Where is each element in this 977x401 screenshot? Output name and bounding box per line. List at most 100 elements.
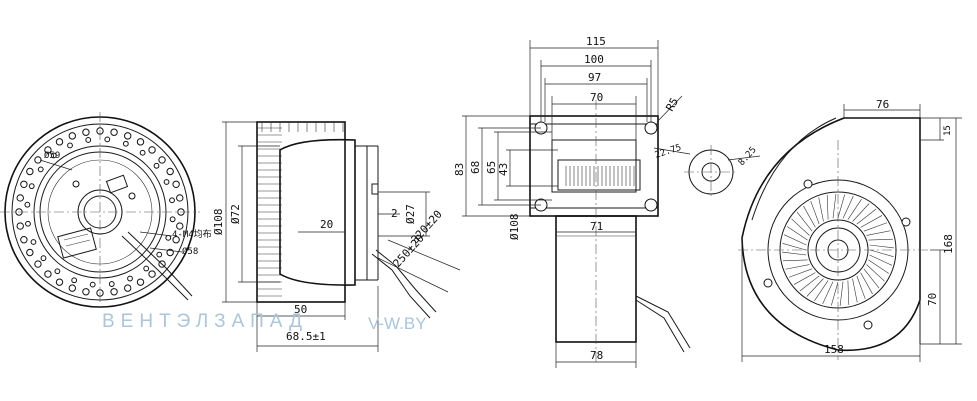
- vent-hole: [20, 180, 28, 188]
- vent-hole: [158, 156, 166, 164]
- vent-hole: [124, 132, 132, 140]
- pcd-label: Ø59: [44, 150, 60, 161]
- blade-line: [863, 222, 888, 232]
- dim-d108-side: Ø108: [212, 209, 225, 236]
- vent-hole: [25, 220, 31, 227]
- dim-168: 168: [942, 234, 955, 254]
- dim-115: 115: [586, 35, 606, 48]
- vent-hole: [44, 146, 52, 154]
- dim-685: 68.5±1: [286, 330, 326, 343]
- blade-line: [866, 230, 891, 236]
- vent-hole: [68, 284, 76, 292]
- vent-hole: [54, 268, 61, 275]
- blade-line: [837, 194, 845, 219]
- scroll-view: 76 15 168 70 158: [738, 98, 962, 362]
- blade-line: [782, 243, 807, 251]
- blade-line: [831, 281, 839, 306]
- vent-hole: [89, 281, 96, 288]
- dim-2: 2: [391, 207, 398, 220]
- blade-line: [839, 281, 844, 306]
- vent-hole: [85, 137, 92, 143]
- front-view: Ø59 4-M4均布 Ø58: [0, 112, 212, 308]
- vent-hole: [82, 128, 90, 136]
- vent-hole: [67, 142, 73, 149]
- mount-label: 4-M4均布: [172, 228, 212, 240]
- dim-70-right: 70: [926, 293, 939, 306]
- blade-line: [803, 205, 816, 228]
- vent-hole: [156, 251, 163, 258]
- blade-line: [783, 259, 808, 262]
- dim-15: 15: [943, 125, 953, 136]
- blade-line: [784, 234, 807, 246]
- site-watermark: V-W.BY: [368, 314, 427, 333]
- cooling-fins: [257, 122, 344, 297]
- vent-hole: [172, 236, 180, 244]
- outlet-slots: [565, 166, 635, 186]
- dim-68: 68: [469, 161, 482, 174]
- vent-hole: [68, 132, 76, 140]
- vent-hole: [136, 278, 145, 286]
- blade-line: [842, 196, 854, 219]
- blade-line: [852, 278, 858, 303]
- vent-hole: [176, 194, 184, 202]
- blade-line: [852, 203, 870, 222]
- blade-line: [847, 199, 862, 220]
- blade-line: [810, 200, 820, 225]
- blade-line: [869, 254, 892, 266]
- vent-hole: [28, 183, 35, 190]
- vent-hole: [26, 167, 34, 176]
- top-view: 115 100 97 70 R5 83 68 65 43 Ø108 71: [453, 35, 761, 368]
- blade-line: [814, 280, 829, 301]
- blade-line: [782, 251, 807, 256]
- vent-hole: [30, 239, 37, 245]
- vent-hole: [108, 281, 115, 287]
- vent-hole: [34, 156, 42, 164]
- dim-97: 97: [588, 71, 601, 84]
- vent-hole: [136, 138, 145, 146]
- vent-hole: [44, 270, 52, 278]
- vent-hole: [55, 278, 64, 286]
- vent-hole: [139, 149, 146, 156]
- blade-line: [869, 249, 894, 257]
- vent-hole: [122, 140, 129, 147]
- blade-line: [847, 280, 850, 305]
- vent-hole: [169, 216, 176, 223]
- dim-70: 70: [590, 91, 603, 104]
- blade-line: [806, 278, 824, 297]
- blade-line: [785, 264, 810, 270]
- dim-d27: Ø27: [404, 204, 417, 224]
- vent-hole: [165, 234, 172, 241]
- vent-hole: [104, 136, 111, 143]
- dim-d72: Ø72: [229, 204, 242, 224]
- vent-hole: [40, 255, 47, 262]
- blade-line: [818, 197, 824, 222]
- dim-d108-top: Ø108: [508, 214, 521, 241]
- hub-label: Ø58: [182, 246, 198, 257]
- dim-20: 20: [320, 218, 333, 231]
- vent-hole: [37, 166, 44, 173]
- blade-line: [856, 275, 866, 300]
- blade-line: [868, 259, 889, 274]
- dim-158: 158: [824, 343, 844, 356]
- vent-hole: [163, 179, 170, 185]
- dim-71: 71: [590, 220, 603, 233]
- vent-hole: [172, 180, 180, 188]
- blade-line: [796, 211, 813, 232]
- blade-line: [869, 244, 894, 249]
- vent-hole: [24, 201, 31, 208]
- blade-line: [793, 272, 816, 285]
- vent-hole: [127, 275, 133, 282]
- blade-line: [860, 215, 883, 228]
- vent-hole: [148, 146, 156, 154]
- dim-83: 83: [453, 163, 466, 176]
- vent-hole: [153, 162, 160, 169]
- blade-line: [866, 264, 885, 282]
- blade-line: [791, 218, 810, 236]
- vent-hole: [71, 277, 78, 284]
- vent-hole: [176, 222, 184, 230]
- dim-100: 100: [584, 53, 604, 66]
- impeller-blades: [782, 194, 894, 306]
- vent-hole: [143, 265, 150, 272]
- vent-hole: [110, 128, 118, 136]
